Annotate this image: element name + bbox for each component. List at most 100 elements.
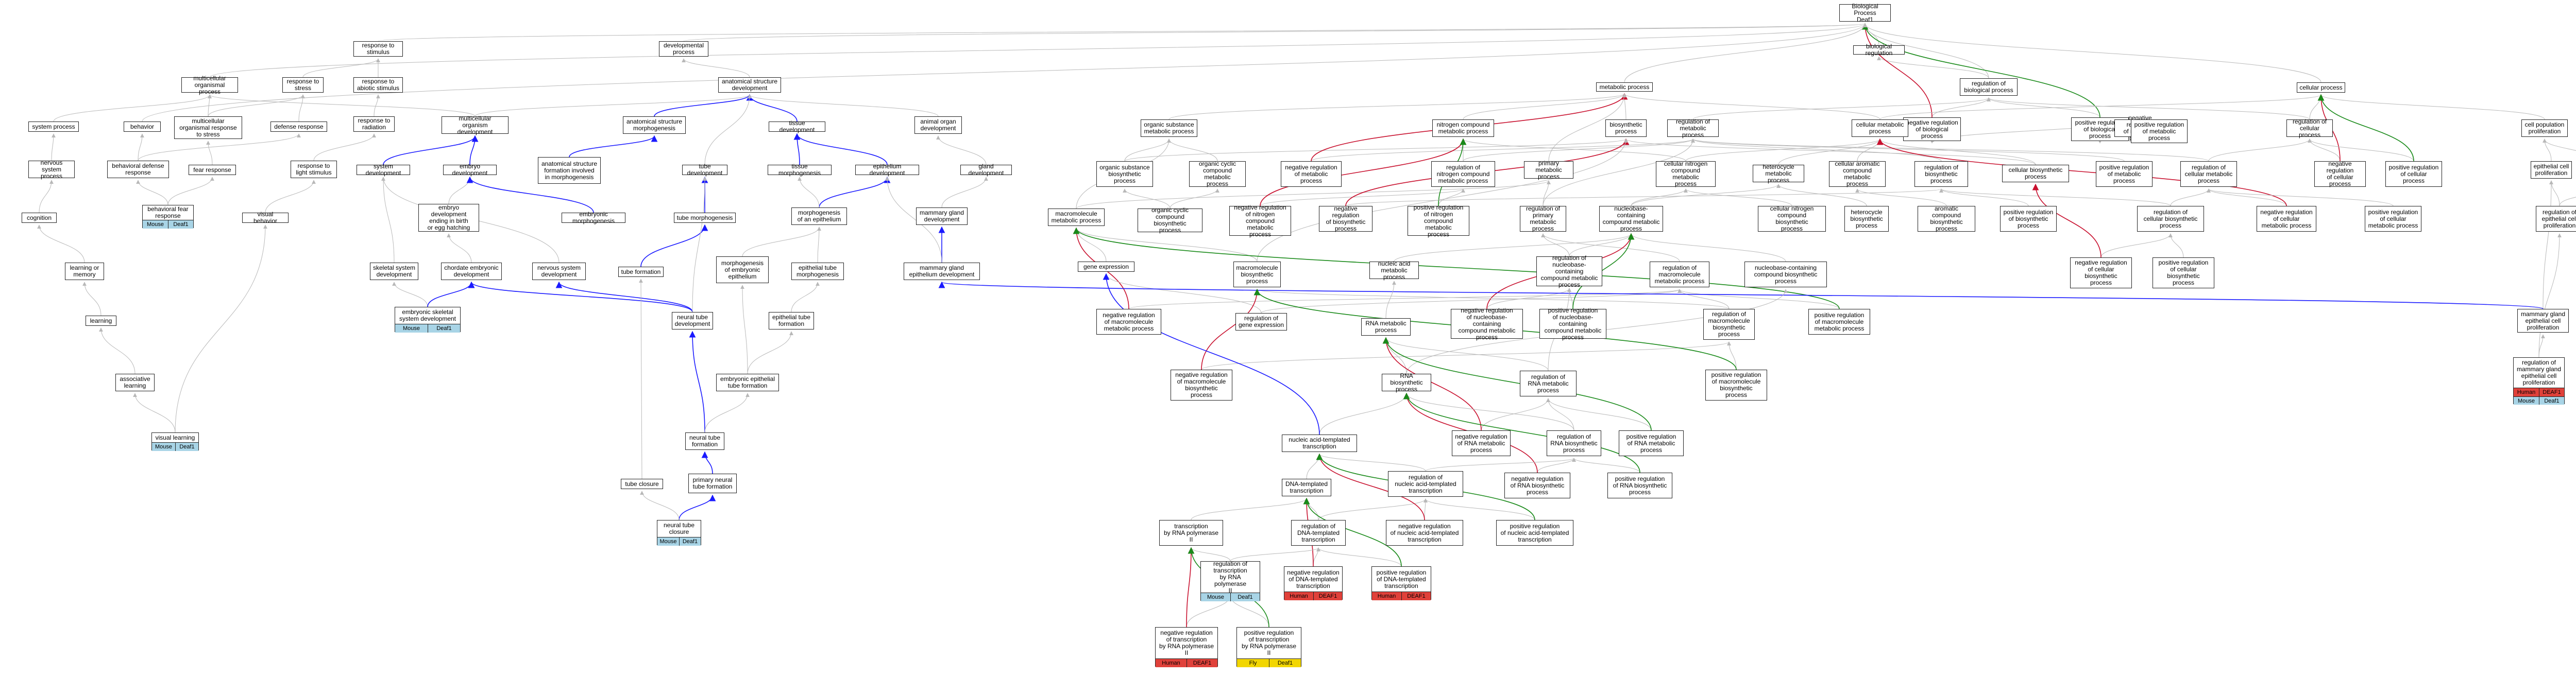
go-term-nrbp[interactable]: negative regulation of biological proces… — [1903, 117, 1961, 141]
go-term-regtxpol2[interactable]: regulation of transcription by RNA polym… — [1200, 560, 1260, 594]
go-term-epitubemorph[interactable]: epithelial tube morphogenesis — [791, 263, 844, 280]
go-term-negrnabio[interactable]: negative regulation of RNA biosynthetic … — [1504, 473, 1570, 498]
go-term-posnucacidtx[interactable]: positive regulation of nucleic acid-temp… — [1496, 520, 1573, 546]
go-term-cellnitro[interactable]: cellular nitrogen compound metabolic pro… — [1656, 161, 1716, 187]
go-term-neuraltubedev[interactable]: neural tube development — [672, 312, 713, 329]
go-term-tubemorph[interactable]: tube morphogenesis — [674, 213, 736, 223]
go-term-posdnatx[interactable]: positive regulation of DNA-templated tra… — [1371, 566, 1431, 592]
go-term-postxpol2[interactable]: positive regulation of transcription by … — [1236, 627, 1301, 659]
go-term-nervsys[interactable]: nervous system process — [28, 159, 75, 179]
go-term-negbiosyn[interactable]: negative regulation of biosynthetic proc… — [1319, 205, 1372, 232]
go-term-embepitubeform[interactable]: embryonic epithelial tube formation — [716, 374, 779, 391]
go-term-fearresp[interactable]: fear response — [189, 165, 236, 175]
go-term-sysproc[interactable]: system process — [28, 121, 79, 132]
go-term-posrnamet[interactable]: positive regulation of RNA metabolic pro… — [1619, 430, 1684, 456]
go-term-regcellmet[interactable]: regulation of cellular metabolic process — [2180, 161, 2237, 187]
go-term-posnucleo[interactable]: positive regulation of nucleobase-contai… — [1539, 307, 1606, 340]
go-term-embmorph[interactable]: embryonic morphogenesis — [562, 211, 625, 224]
go-term-primneural[interactable]: primary neural tube formation — [688, 474, 737, 493]
go-term-orgcycbio[interactable]: organic cyclic compound biosynthetic pro… — [1138, 207, 1202, 234]
go-term-poscellbio[interactable]: positive regulation of cellular biosynth… — [2153, 257, 2214, 288]
go-term-negcellbio[interactable]: negative regulation of cellular biosynth… — [2070, 257, 2132, 288]
go-term-anatdev[interactable]: anatomical structure development — [718, 77, 781, 93]
go-term-respstim[interactable]: response to stimulus — [353, 41, 403, 57]
go-term-orgsubst[interactable]: organic substance metabolic process — [1141, 119, 1197, 137]
go-term-regrnamet[interactable]: regulation of RNA metabolic process — [1520, 371, 1577, 396]
go-term-negnitro2[interactable]: negative regulation of nitrogen compound… — [1229, 204, 1291, 237]
go-term-regbiosyn[interactable]: regulation of biosynthetic process — [1914, 161, 1968, 187]
go-term-devproc[interactable]: developmental process — [659, 41, 708, 57]
go-term-regdnatx[interactable]: regulation of DNA-templated transcriptio… — [1291, 520, 1346, 546]
go-term-posregcell[interactable]: positive regulation of cellular process — [2385, 161, 2442, 187]
go-term-tubeform[interactable]: tube formation — [618, 267, 664, 277]
go-term-behfear[interactable]: behavioral fear response — [142, 205, 194, 220]
go-term-nucleobase[interactable]: nucleobase-containing compound metabolic… — [1599, 205, 1663, 232]
go-term-tubedev[interactable]: tube development — [682, 163, 727, 177]
go-term-rnamet[interactable]: RNA metabolic process — [1361, 318, 1411, 336]
go-term-multiorg[interactable]: multicellular organismal process — [181, 75, 238, 95]
go-term-nucleobio[interactable]: nucleobase-containing compound biosynthe… — [1744, 262, 1827, 287]
go-term-rbp[interactable]: regulation of biological process — [1960, 78, 2018, 96]
go-term-primmet[interactable]: primary metabolic process — [1524, 160, 1573, 180]
go-term-tissuemorph[interactable]: tissue morphogenesis — [768, 163, 832, 177]
go-term-posbiosyn[interactable]: positive regulation of biosynthetic proc… — [2000, 206, 2057, 232]
go-term-resplight[interactable]: response to light stimulus — [291, 161, 337, 178]
go-term-posnitro[interactable]: positive regulation of nitrogen compound… — [1408, 204, 1469, 237]
go-term-learnmem[interactable]: learning or memory — [65, 263, 104, 280]
go-term-chordemb[interactable]: chordate embryonic development — [441, 263, 502, 280]
go-term-epitubeform[interactable]: epithelial tube formation — [769, 312, 814, 329]
go-term-negmacro[interactable]: negative regulation of macromolecule met… — [1096, 309, 1161, 335]
go-term-regcellbio[interactable]: regulation of cellular biosynthetic proc… — [2137, 206, 2204, 232]
go-term-epiprolif[interactable]: epithelial cell proliferation — [2531, 161, 2572, 179]
go-term-visuallearn[interactable]: visual learning — [151, 432, 199, 443]
go-term-multiorgresp[interactable]: multicellular organismal response to str… — [174, 116, 242, 139]
go-term-nervdev[interactable]: nervous system development — [532, 263, 586, 280]
go-term-regnucacidtx[interactable]: regulation of nucleic acid-templated tra… — [1388, 471, 1463, 497]
go-term-geneexp[interactable]: gene expression — [1078, 262, 1134, 272]
go-term-respabiotic[interactable]: response to abiotic stimulus — [353, 77, 403, 93]
go-term-regmacro[interactable]: regulation of macromolecule metabolic pr… — [1650, 262, 1709, 287]
go-term-posmet[interactable]: positive regulation of metabolic process — [2131, 119, 2188, 143]
go-term-animorgandev[interactable]: animal organ development — [914, 116, 962, 134]
go-term-breg[interactable]: biological regulation — [1853, 43, 1905, 57]
go-term-regmet[interactable]: regulation of metabolic process — [1667, 118, 1719, 138]
go-term-aromet[interactable]: cellular aromatic compound metabolic pro… — [1829, 161, 1886, 187]
go-term-macrobio[interactable]: macromolecule biosynthetic process — [1233, 262, 1281, 287]
go-term-morphembepi[interactable]: morphogenesis of embryonic epithelium — [716, 256, 769, 283]
go-term-mamgland[interactable]: mammary gland development — [916, 207, 968, 225]
go-term-mamglandepi[interactable]: mammary gland epithelium development — [904, 263, 980, 280]
go-term-epidev[interactable]: epithelium development — [855, 163, 919, 177]
go-term-cellmet[interactable]: cellular metabolic process — [1852, 119, 1908, 137]
go-term-glanddev[interactable]: gland development — [960, 163, 1012, 177]
go-term-cellpop[interactable]: cell population proliferation — [2521, 119, 2568, 137]
go-term-negtxpol2[interactable]: negative regulation of transcription by … — [1155, 627, 1218, 659]
go-term-negrnamet[interactable]: negative regulation of RNA metabolic pro… — [1452, 430, 1511, 456]
go-term-regnitro[interactable]: regulation of nitrogen compound metaboli… — [1431, 161, 1495, 187]
go-term-embdevbirth[interactable]: embryo development ending in birth or eg… — [418, 204, 479, 232]
go-term-orgcyclic[interactable]: organic cyclic compound metabolic proces… — [1189, 161, 1246, 187]
go-term-negmacrobio[interactable]: negative regulation of macromolecule bio… — [1171, 370, 1232, 401]
go-term-learning[interactable]: learning — [86, 316, 116, 326]
go-term-visbeh[interactable]: visual behavior — [242, 211, 289, 224]
go-term-regcell[interactable]: regulation of cellular process — [2286, 118, 2333, 138]
go-term-heteromet[interactable]: heterocycle metabolic process — [1753, 163, 1804, 183]
go-term-neuraltubeform[interactable]: neural tube formation — [685, 432, 724, 450]
go-term-negregcell[interactable]: negative regulation of cellular process — [2314, 161, 2366, 187]
go-term-cellnitrobio[interactable]: cellular nitrogen compound biosynthetic … — [1758, 205, 1826, 232]
go-term-nucacidtx[interactable]: nucleic acid-templated transcription — [1282, 435, 1357, 452]
go-term-mamglandprolif[interactable]: mammary gland epithelial cell proliferat… — [2517, 309, 2569, 333]
go-term-posmacrobio[interactable]: positive regulation of macromolecule bio… — [1705, 370, 1767, 401]
go-term-reggeneexp[interactable]: regulation of gene expression — [1235, 313, 1287, 331]
go-term-anatform[interactable]: anatomical structure formation involved … — [538, 157, 601, 184]
go-term-anatmorph[interactable]: anatomical structure morphogenesis — [623, 116, 686, 134]
go-term-macromet[interactable]: macromolecule metabolic process — [1048, 209, 1105, 226]
go-term-regepiprolif[interactable]: regulation of epithelial cell proliferat… — [2536, 206, 2576, 232]
go-term-negcellmet[interactable]: negative regulation of cellular metaboli… — [2257, 206, 2316, 232]
go-term-nucacid[interactable]: nucleic acid metabolic process — [1369, 260, 1419, 280]
go-term-cellproc[interactable]: cellular process — [2297, 82, 2345, 93]
go-term-orgsubbio[interactable]: organic substance biosynthetic process — [1096, 161, 1153, 187]
go-term-posregmet2[interactable]: positive regulation of metabolic process — [2096, 161, 2153, 187]
go-term-cognition[interactable]: cognition — [22, 213, 57, 223]
go-term-poscellmet[interactable]: positive regulation of cellular metaboli… — [2365, 206, 2421, 232]
go-term-cellbiosyn[interactable]: cellular biosynthetic process — [2002, 165, 2069, 182]
